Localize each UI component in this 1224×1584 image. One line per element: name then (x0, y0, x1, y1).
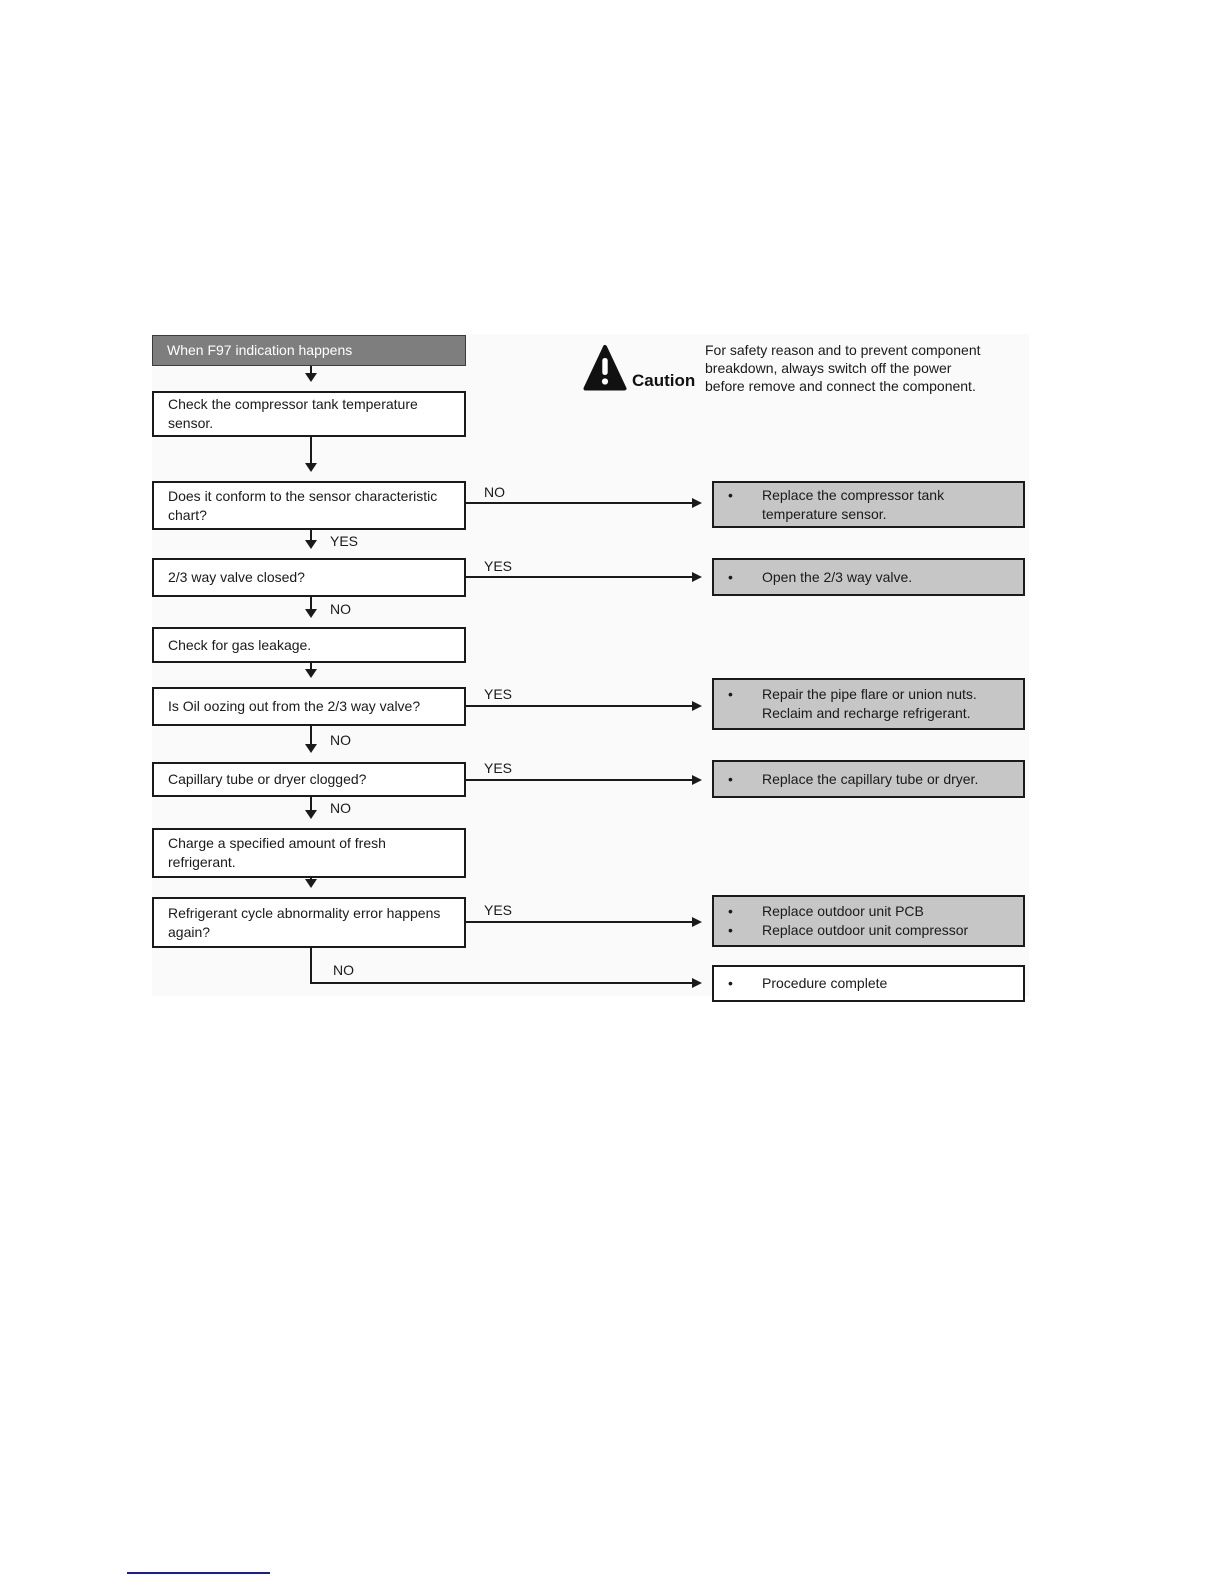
flow-node-label: Does it conform to the sensor characteri… (168, 487, 438, 523)
action-label: Replace outdoor unit compressor (762, 922, 969, 938)
branch-label-yes: YES (484, 902, 513, 918)
flow-node-check-sensor: Check the compressor tank temperature se… (152, 391, 466, 437)
branch-label-yes: YES (330, 533, 359, 549)
footer-rule (127, 1572, 270, 1574)
flow-node-label: Refrigerant cycle abnormality error happ… (168, 904, 441, 940)
branch-label-yes: YES (484, 686, 513, 702)
action-label: Open the 2/3 way valve. (762, 568, 913, 585)
branch-label-yes: YES (484, 558, 513, 574)
arrow-right-icon (466, 917, 712, 927)
flow-node-label: Charge a specified amount of fresh refri… (168, 835, 386, 870)
flow-node-gas-leakage: Check for gas leakage. (152, 627, 466, 663)
arrow-right-icon (466, 572, 712, 582)
warning-triangle-icon (583, 345, 627, 391)
arrow-right-icon (311, 978, 712, 988)
arrow-down-icon (305, 878, 317, 897)
arrow-down-icon (305, 530, 317, 558)
flow-node-oil-oozing: Is Oil oozing out from the 2/3 way valve… (152, 687, 466, 726)
arrow-down-icon (305, 797, 317, 828)
bullet-icon: • (728, 770, 733, 787)
branch-label-no: NO (484, 484, 505, 500)
arrow-down-icon (305, 663, 317, 687)
action-box-procedure-complete: • Procedure complete (712, 965, 1025, 1002)
arrow-down-icon (305, 597, 317, 627)
arrow-right-icon (466, 775, 712, 785)
branch-label-no: NO (333, 962, 354, 978)
branch-label-no: NO (330, 732, 351, 748)
flow-node-valve-closed: 2/3 way valve closed? (152, 558, 466, 597)
action-label: Replace the capillary tube or dryer. (762, 770, 979, 787)
flow-node-label: 2/3 way valve closed? (168, 569, 305, 585)
arrow-down-icon (305, 437, 317, 481)
flow-node-conform-chart: Does it conform to the sensor characteri… (152, 481, 466, 530)
action-box-replace-sensor: • Replace the compressor tank temperatur… (712, 481, 1025, 528)
action-label: Replace the compressor tank temperature … (762, 486, 945, 522)
flow-node-label: Check for gas leakage. (168, 636, 312, 653)
flow-node-charge-refrigerant: Charge a specified amount of fresh refri… (152, 828, 466, 878)
arrow-down-icon (305, 726, 317, 762)
bullet-icon: • (728, 686, 733, 702)
flow-start-node: When F97 indication happens (152, 335, 466, 366)
flow-node-label: Check the compressor tank temperature se… (168, 396, 418, 431)
branch-label-yes: YES (484, 760, 513, 776)
caution-note-line: breakdown, always switch off the power (705, 360, 952, 376)
arrow-right-icon (466, 498, 712, 508)
connector-line (310, 948, 312, 984)
bullet-icon: • (728, 568, 733, 585)
action-label: Replace outdoor unit PCB (762, 903, 924, 919)
flow-node-label: Is Oil oozing out from the 2/3 way valve… (168, 698, 421, 714)
action-box-replace-pcb-compressor: • Replace outdoor unit PCB • Replace out… (712, 895, 1025, 947)
branch-label-no: NO (330, 601, 351, 617)
bullet-icon: • (728, 486, 733, 503)
action-label: Repair the pipe flare or union nuts. Rec… (762, 686, 977, 721)
bullet-icon: • (728, 903, 733, 919)
caution-heading: Caution (632, 371, 696, 390)
action-box-open-valve: • Open the 2/3 way valve. (712, 558, 1025, 596)
flow-node-error-again: Refrigerant cycle abnormality error happ… (152, 897, 466, 948)
bullet-icon: • (728, 975, 733, 991)
arrow-right-icon (466, 701, 712, 711)
action-box-replace-capillary: • Replace the capillary tube or dryer. (712, 760, 1025, 798)
caution-note-line: before remove and connect the component. (705, 378, 976, 394)
action-box-repair-pipe: • Repair the pipe flare or union nuts. R… (712, 678, 1025, 730)
caution-note: For safety reason and to prevent compone… (705, 341, 1015, 395)
arrow-down-icon (305, 366, 317, 391)
scan-region-background (152, 334, 1029, 996)
bullet-icon: • (728, 922, 733, 938)
caution-note-line: For safety reason and to prevent compone… (705, 342, 981, 358)
flow-node-capillary-clogged: Capillary tube or dryer clogged? (152, 762, 466, 797)
action-label: Procedure complete (762, 975, 888, 991)
flow-start-label: When F97 indication happens (167, 342, 353, 358)
branch-label-no: NO (330, 800, 351, 816)
flow-node-label: Capillary tube or dryer clogged? (168, 771, 367, 787)
